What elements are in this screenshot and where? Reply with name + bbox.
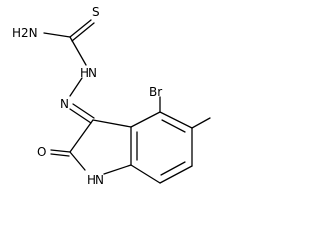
bond-c2-o-2 (50, 153, 70, 157)
structure-svg: H2N S H N N Br O H N (12, 5, 211, 187)
oxygen-label: O (37, 145, 46, 159)
bond-n-c3-2 (69, 108, 92, 124)
bond-c6-c7 (159, 165, 193, 184)
molecule-diagram: H2N S H N N Br O H N (12, 5, 211, 187)
sulfur-label: S (92, 5, 100, 19)
bond-c3a-c4 (130, 111, 161, 128)
bond-c2-o-1 (50, 149, 71, 153)
imine-n-label: N (60, 97, 69, 111)
bond-c-nh2 (43, 32, 71, 38)
bromine-label: Br (149, 85, 162, 99)
bond-c-nh (69, 36, 87, 66)
bond-c4-c5-inner (161, 119, 186, 133)
bond-c6-c7-inner (160, 161, 186, 176)
nh-n-label: N (88, 66, 97, 80)
ring-nh-n-label: N (95, 173, 104, 187)
bond-c4-c5 (159, 111, 193, 129)
bond-n1-c7a (103, 164, 132, 175)
ring-nh-h-label: H (87, 173, 96, 187)
bond-c3a-c3 (92, 119, 132, 128)
bond-nh-n (69, 77, 83, 97)
nh2-label: H2N (12, 26, 38, 40)
bond-c3-c2 (69, 119, 94, 153)
bond-c7-c7a (130, 164, 161, 184)
bond-c5-methyl (191, 117, 211, 129)
nh-h-label: H (80, 66, 89, 80)
bond-n-c3-1 (72, 103, 95, 119)
bond-c-s-2 (71, 22, 95, 42)
bond-c2-n1 (69, 151, 86, 171)
bond-c-s-1 (69, 19, 92, 38)
